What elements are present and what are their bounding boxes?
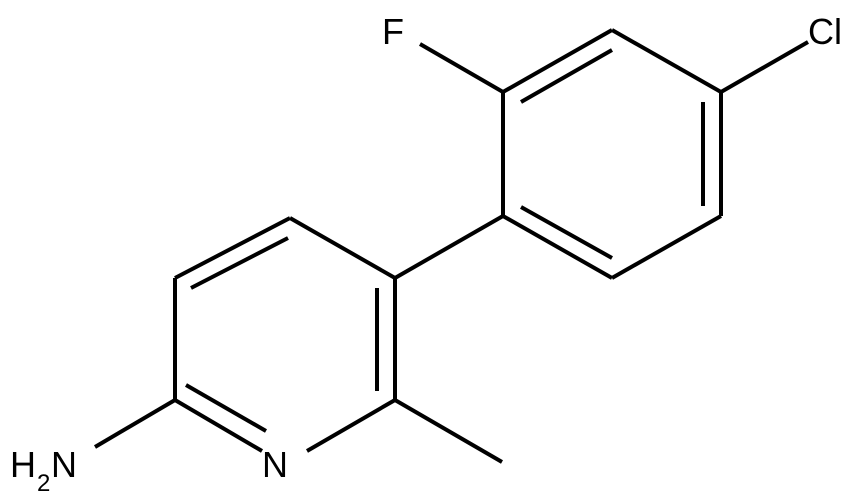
bond-c2-n1 [173,398,264,453]
bond-ph4-ph5 [611,28,722,94]
bond-ph2-ph3 [611,214,722,280]
bond-c4-c3 [174,216,291,280]
atom-label-chlorine: Cl [808,11,842,52]
bond-ph4-cl [720,40,809,94]
bond-c4-c3-inner [190,236,289,290]
bond-c6-methyl [393,398,504,464]
bond-ph6-f [418,42,505,94]
bond-ph5-ph6-inner [520,48,613,104]
bond-ph1-ph2-inner [520,205,613,260]
atom-label-amine-subscript: 2 [37,470,50,497]
bond-c2-n1-inner [185,383,267,433]
bond-ph5-ph6 [502,28,613,94]
bond-ph1-ph2 [502,214,613,280]
atom-label-amine-h: H [10,444,36,485]
atom-label-ring-nitrogen: N [262,444,288,485]
bond-n1-c6 [305,398,397,453]
bond-c2-nh2 [93,398,177,449]
atom-label-fluorine: F [382,11,404,52]
bond-biaryl [394,214,504,280]
atom-label-amine-n: N [51,444,77,485]
bond-c5-c4 [289,216,396,280]
